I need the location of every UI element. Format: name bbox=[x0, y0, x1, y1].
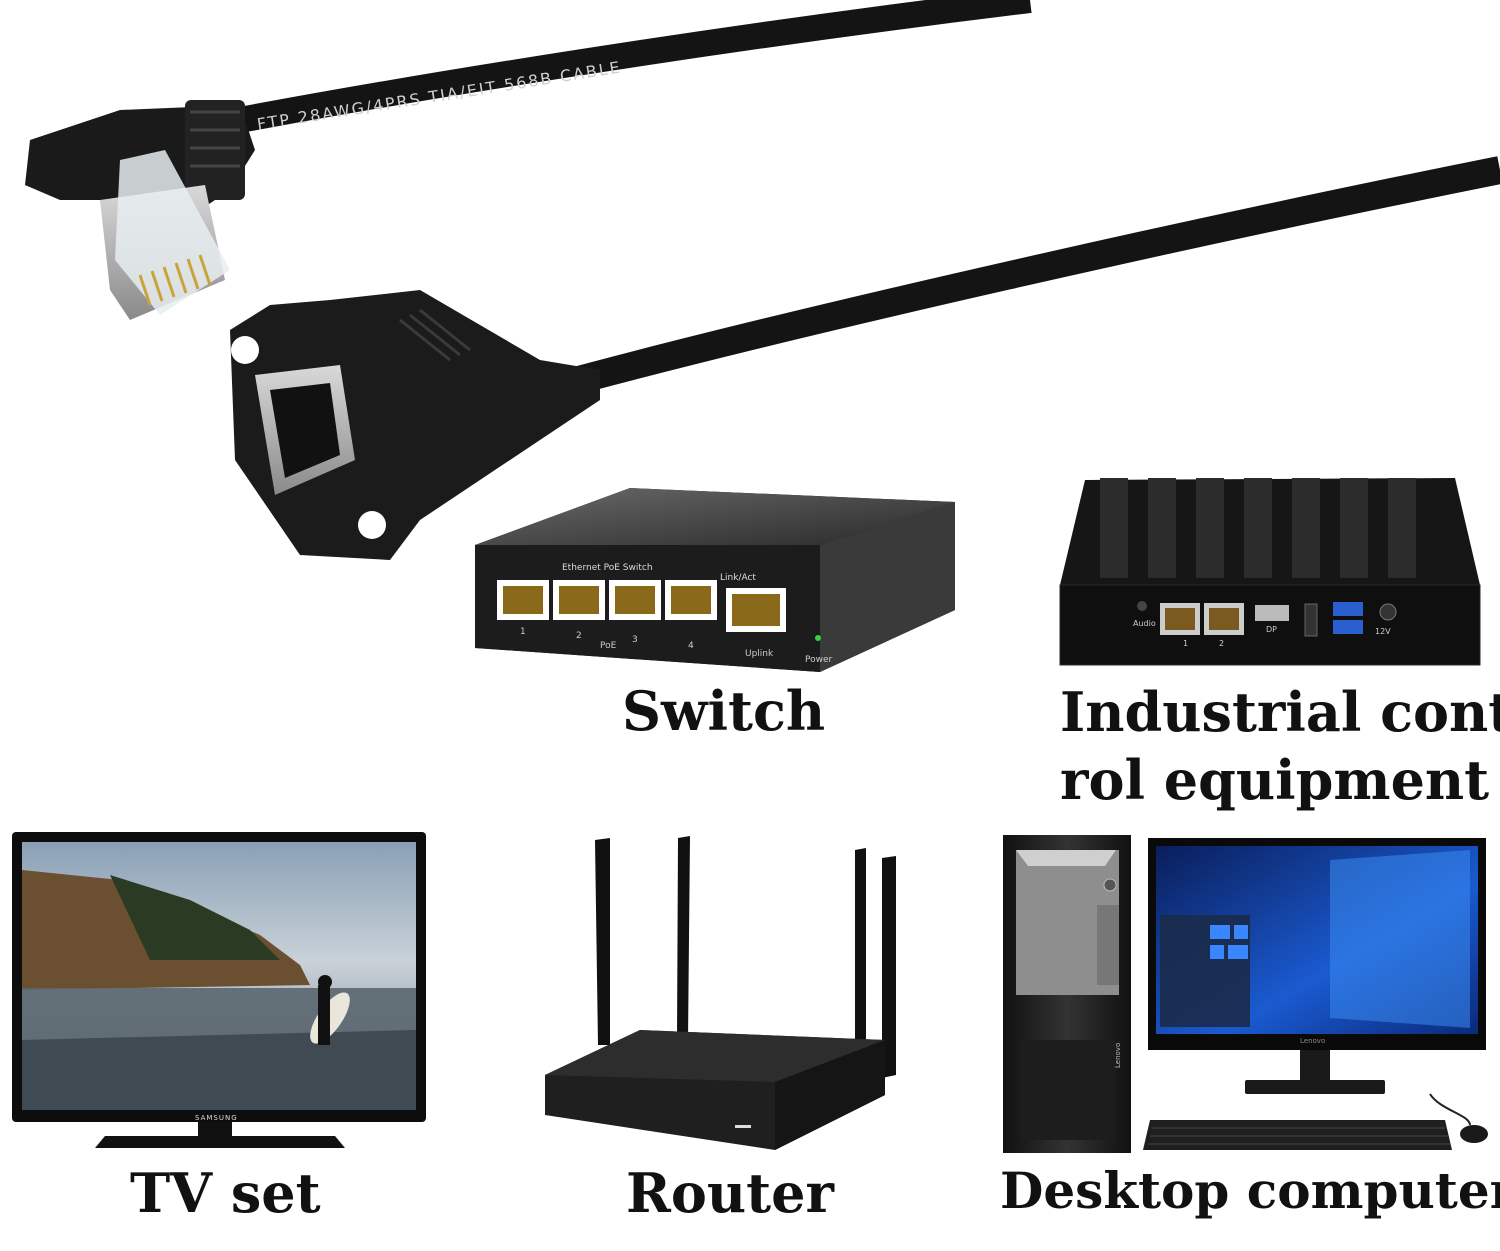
ipc-lan-1: 1 bbox=[1183, 639, 1188, 648]
rj45-male-plug bbox=[25, 100, 255, 320]
switch-device: Ethernet PoE Switch Link/Act 1 2 3 4 PoE… bbox=[475, 488, 955, 672]
tv-brand-logo: SAMSUNG bbox=[195, 1114, 238, 1122]
caption-desktop-computer: Desktop computer bbox=[1000, 1161, 1500, 1220]
rj45-female-jack bbox=[230, 290, 600, 560]
ipc-audio-label: Audio bbox=[1133, 619, 1156, 628]
ipc-dp-label: DP bbox=[1266, 625, 1277, 634]
switch-port-3: 3 bbox=[632, 635, 638, 645]
switch-port-1: 1 bbox=[520, 627, 526, 637]
ethernet-cable: FTP 28AWG/4PRS TIA/EIT 568B CABLE bbox=[25, 0, 1500, 560]
tv-device: SAMSUNG bbox=[12, 832, 426, 1148]
monitor-brand: Lenovo bbox=[1300, 1037, 1325, 1045]
caption-router: Router bbox=[626, 1161, 834, 1225]
caption-industrial-line2: rol equipment bbox=[1060, 748, 1490, 812]
switch-link-label: Link/Act bbox=[720, 573, 756, 583]
router-led-icon bbox=[735, 1125, 751, 1128]
switch-poe-label: PoE bbox=[600, 641, 617, 651]
industrial-pc-device: Audio 1 2 DP 12V bbox=[1059, 478, 1481, 666]
caption-switch: Switch bbox=[622, 679, 826, 743]
desktop-device: Lenovo Lenovo bbox=[1003, 835, 1488, 1153]
switch-top-label: Ethernet PoE Switch bbox=[562, 563, 653, 573]
caption-industrial-line1: Industrial cont- bbox=[1060, 680, 1500, 744]
caption-tv-set: TV set bbox=[130, 1161, 321, 1225]
tower-brand: Lenovo bbox=[1114, 1043, 1122, 1068]
switch-port-4: 4 bbox=[688, 641, 694, 651]
ipc-power-label: 12V bbox=[1375, 627, 1391, 636]
switch-uplink-label: Uplink bbox=[745, 649, 774, 659]
ipc-lan-2: 2 bbox=[1219, 639, 1224, 648]
power-led-icon bbox=[815, 635, 821, 641]
switch-ports bbox=[497, 580, 786, 632]
switch-port-2: 2 bbox=[576, 631, 582, 641]
router-device bbox=[545, 836, 896, 1150]
mouse-icon bbox=[1460, 1125, 1488, 1143]
caption-industrial-control-equipment: Industrial cont- rol equipment bbox=[1060, 678, 1500, 814]
switch-power-label: Power bbox=[805, 655, 833, 665]
